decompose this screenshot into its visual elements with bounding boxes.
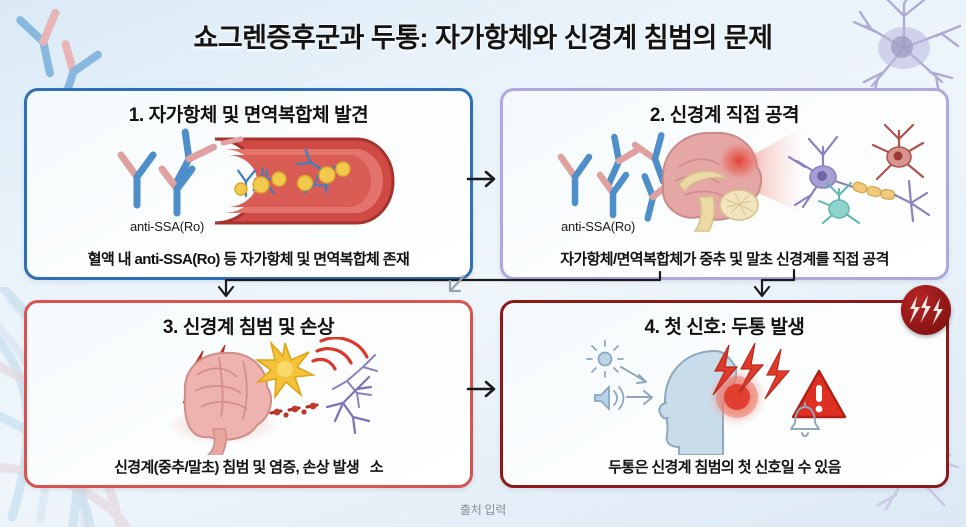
panel-1-artwork: anti-SSA(Ro) xyxy=(27,127,470,248)
panel-2-caption: 자가항체/면역복합체가 중추 및 말초 신경계를 직접 공격 xyxy=(560,251,889,268)
step-panel-4: 4. 첫 신호: 두통 발생 xyxy=(500,300,949,488)
step-panel-3: 3. 신경계 침범 및 손상 xyxy=(24,300,473,488)
shock-badge xyxy=(901,285,951,335)
step-panel-1: 1. 자가항체 및 면역복합체 발견 xyxy=(24,88,473,280)
arrow-panel3-to-panel4 xyxy=(466,380,496,398)
panel-3-title: 3. 신경계 침범 및 손상 xyxy=(162,317,335,338)
panel-3-caption: 신경계(중추/말초) 침범 및 염증, 손상 발생 소 xyxy=(114,459,383,476)
elbow-panel2-to-panel3 xyxy=(217,270,662,298)
panel-4-artwork xyxy=(503,339,946,456)
elbow-panel2-to-panel4 xyxy=(753,268,796,298)
panel-3-artwork xyxy=(27,337,470,456)
panel-2-antibody-label: anti-SSA(Ro) xyxy=(561,219,636,234)
panel-4-caption: 두통은 신경계 침범의 첫 신호일 수 있음 xyxy=(608,459,841,476)
panel-2-artwork: anti-SSA(Ro) xyxy=(503,123,946,248)
panel-4-title: 4. 첫 신호: 두통 발생 xyxy=(644,317,805,338)
panel-1-antibody-label: anti-SSA(Ro) xyxy=(130,219,205,234)
panel-1-title: 1. 자가항체 및 면역복합체 발견 xyxy=(128,105,369,126)
page-title: 쇼그렌증후군과 두통: 자가항체와 신경계 침범의 문제 xyxy=(193,23,773,53)
step-panel-2: 2. 신경계 직접 공격 xyxy=(500,88,949,280)
lightning-bolts-icon xyxy=(909,295,943,325)
arrow-center-diagonal xyxy=(448,274,466,293)
source-label: 출처 입력 xyxy=(460,503,506,517)
panel-1-caption: 혈액 내 anti-SSA(Ro) 등 자가항체 및 면역복합체 존재 xyxy=(87,251,410,268)
arrow-panel1-to-panel2 xyxy=(466,170,496,188)
panel-2-title: 2. 신경계 직접 공격 xyxy=(649,105,800,126)
